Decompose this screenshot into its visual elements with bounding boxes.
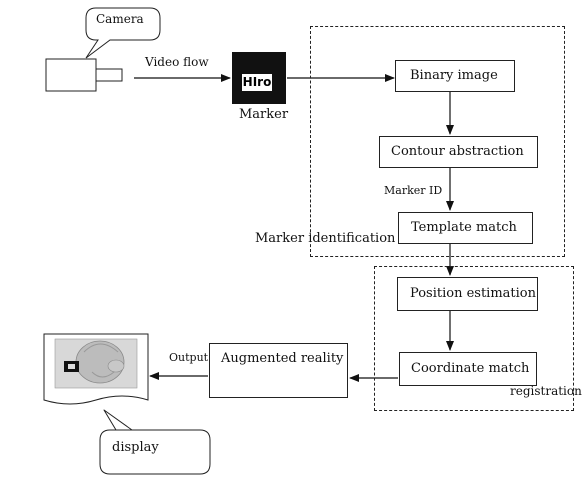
coordinate-match-label: Coordinate match bbox=[411, 361, 530, 376]
camera-callout-bubble bbox=[85, 7, 161, 59]
position-estimation-label: Position estimation bbox=[410, 286, 536, 301]
camera-label: Camera bbox=[96, 12, 144, 26]
display-label: display bbox=[112, 440, 159, 455]
display-callout-bubble bbox=[99, 409, 211, 475]
marker-label: Marker bbox=[239, 107, 289, 122]
augmented-reality-box: Augmented reality bbox=[209, 343, 348, 398]
marker-image: HIro bbox=[232, 52, 286, 104]
marker-id-label: Marker ID bbox=[384, 184, 443, 197]
contour-abstraction-box: Contour abstraction bbox=[379, 136, 538, 168]
augmented-reality-label: Augmented reality bbox=[221, 351, 344, 366]
coordinate-match-box: Coordinate match bbox=[399, 352, 537, 386]
template-match-label: Template match bbox=[411, 220, 517, 235]
template-match-box: Template match bbox=[398, 212, 533, 244]
identification-group-label: Marker identification bbox=[255, 231, 396, 246]
binary-image-box: Binary image bbox=[395, 60, 515, 92]
video-flow-label: Video flow bbox=[145, 55, 209, 69]
camera-icon bbox=[45, 58, 123, 92]
output-label: Output bbox=[169, 351, 209, 364]
position-estimation-box: Position estimation bbox=[397, 277, 538, 311]
registration-group-box bbox=[374, 266, 574, 411]
registration-group-label: registration bbox=[510, 384, 582, 398]
contour-abstraction-label: Contour abstraction bbox=[391, 144, 524, 159]
identification-group-box bbox=[310, 26, 565, 257]
display-image bbox=[54, 338, 138, 389]
marker-image-text: HIro bbox=[242, 74, 272, 91]
binary-image-label: Binary image bbox=[410, 68, 498, 83]
